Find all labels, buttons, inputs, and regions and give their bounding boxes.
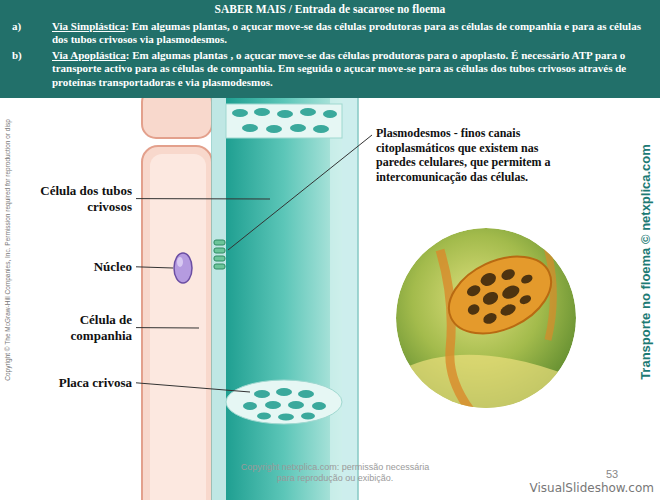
- leader-line: [136, 327, 199, 328]
- part-label: Placa crivosa: [36, 375, 132, 391]
- plasmodesmata: [214, 256, 225, 261]
- micrograph-inset: [400, 355, 590, 420]
- part-label: Célula de companhia: [71, 312, 132, 343]
- body-text: : Em algumas plantas, o açucar move-se d…: [52, 20, 641, 45]
- sieve-plate: [276, 388, 292, 396]
- copyright-note: Copyright © The McGraw-Hill Companies, I…: [4, 119, 11, 381]
- list-item: b) Via Apoplástica: Em algumas plantas , …: [12, 49, 646, 89]
- nucleus: [177, 257, 183, 267]
- micrograph-inset: [499, 302, 518, 318]
- sieve-plate: [226, 104, 342, 138]
- body-text: : Em algumas plantas , o açucar move-se …: [52, 49, 626, 88]
- sieve-plate: [265, 401, 281, 409]
- plasmodesmata: [214, 240, 225, 269]
- sieve-plate: [301, 413, 315, 420]
- sieve-plate: [277, 110, 293, 118]
- sieve-plate: [254, 108, 270, 116]
- copyright-note: Copyright © The McGraw-Hill Companies, I…: [4, 119, 11, 381]
- companion-cell: [150, 154, 206, 500]
- sieve-plate: [288, 401, 304, 409]
- micrograph-inset: [518, 294, 532, 306]
- micrograph-inset: [481, 290, 501, 308]
- micrograph-inset: [479, 271, 499, 289]
- micrograph-inset: [437, 241, 564, 348]
- sieve-plate: [313, 125, 329, 133]
- leader-line: [228, 135, 372, 250]
- sieve-plate: [323, 110, 337, 118]
- sieve-tube: [212, 88, 226, 500]
- sieve-plate: [254, 390, 270, 398]
- leader-line: [136, 383, 250, 392]
- callout-text: Plasmodesmos- finos canais citoplasmátic…: [376, 126, 576, 185]
- sieve-plate: [298, 390, 314, 398]
- watermark: Copyright netxplica.com: permissão neces…: [238, 462, 432, 485]
- sieve-plate: [243, 402, 257, 410]
- plasmodesmata: [214, 240, 225, 245]
- companion-cell: [142, 88, 212, 500]
- sieve-plate: [312, 402, 326, 410]
- nucleus: [174, 253, 192, 283]
- page-number: 53: [606, 468, 618, 480]
- watermark: VisualSlideshow.com: [530, 481, 654, 495]
- watermark: Copyright netxplica.com: permissão neces…: [241, 462, 430, 483]
- watermark: VisualSlideshow.com: [530, 481, 654, 495]
- sieve-plate: [257, 413, 271, 420]
- sieve-plate: [226, 104, 342, 424]
- micrograph-inset: [500, 267, 517, 282]
- sieve-plate: [290, 124, 306, 132]
- sieve-plate: [232, 109, 248, 117]
- part-label: Célula dos tubos crivosos: [40, 183, 132, 214]
- sieve-tube: [212, 88, 358, 500]
- sieve-tube: [212, 88, 358, 500]
- part-label: Célula dos tubos crivosos: [36, 183, 132, 214]
- sieve-tube: [226, 88, 342, 500]
- micrograph-inset: [520, 273, 534, 285]
- plasmodesmata: [214, 248, 225, 253]
- callout-text: Plasmodesmos: [376, 126, 451, 140]
- sieve-plate: [242, 124, 258, 132]
- list-item: a) Via Simplástica: Em algumas plantas, o…: [12, 20, 646, 47]
- micrograph-inset: [396, 228, 590, 420]
- micrograph-inset: [465, 283, 482, 298]
- side-title: Transporte no floema © netxplica.com: [638, 144, 653, 380]
- leader-line: [136, 198, 270, 199]
- heading-term: Via Simplástica: [52, 20, 125, 32]
- leader-line: [136, 267, 173, 268]
- nucleus: [174, 253, 192, 283]
- sieve-tube: [330, 88, 342, 500]
- part-label: Núcleo: [36, 259, 132, 275]
- side-title: Transporte no floema © netxplica.com: [639, 144, 653, 380]
- list-marker: a): [12, 20, 21, 33]
- list-marker: b): [12, 49, 22, 62]
- leader-line: [136, 135, 372, 392]
- part-label: Núcleo: [94, 259, 132, 274]
- sieve-plate: [300, 108, 316, 116]
- micrograph-inset: [466, 302, 481, 316]
- sieve-plate: [278, 414, 294, 421]
- micrograph-inset: [482, 311, 499, 326]
- heading-term: Via Apoplástica: [52, 49, 126, 61]
- micrograph-inset: [500, 283, 521, 301]
- slide-title: SABER MAIS / Entrada de sacarose no floe…: [0, 3, 660, 17]
- part-label: Célula de companhia: [36, 312, 132, 343]
- sieve-plate: [226, 380, 342, 424]
- part-label: Placa crivosa: [59, 375, 132, 390]
- micrograph-inset: [437, 241, 564, 348]
- plasmodesmata: [214, 264, 225, 269]
- sieve-plate: [266, 125, 282, 133]
- page-number: 53: [606, 468, 618, 481]
